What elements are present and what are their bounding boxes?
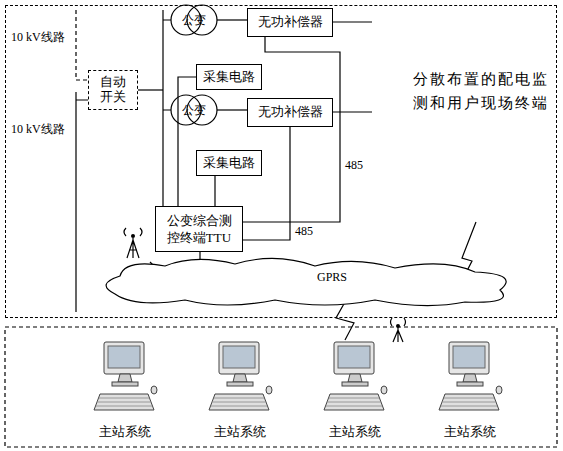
node-text: GPRS: [317, 270, 347, 284]
auto-switch-box: 自动开关: [88, 70, 138, 110]
key-row: [98, 402, 151, 403]
mouse: [266, 386, 272, 394]
node-text: 公变: [182, 103, 206, 118]
standby-line: [76, 10, 88, 80]
transformer-symbol: 公变: [170, 94, 218, 126]
main-line: [76, 92, 88, 312]
monitor: [104, 342, 144, 374]
antenna-tip: [131, 234, 135, 238]
mouse: [151, 386, 157, 394]
stand: [118, 374, 132, 382]
gprs-cloud: GPRS: [95, 254, 520, 306]
connector-line: [243, 127, 290, 240]
node-text: 公变综合测控终端TTU: [162, 212, 236, 246]
screen: [223, 346, 255, 368]
key-row: [328, 402, 381, 403]
line-label: 10 kV线路: [10, 122, 66, 136]
cloud-shape: [106, 258, 506, 305]
bus-branch: [163, 20, 171, 110]
base: [112, 382, 138, 386]
key-row: [444, 398, 494, 399]
stand: [233, 374, 247, 382]
antenna-tip: [396, 324, 400, 328]
base: [227, 382, 253, 386]
terminal-box: 公变综合测控终端TTU: [155, 206, 243, 252]
transformer-symbol: 公变: [170, 4, 218, 36]
node-text: 采集电路: [203, 156, 255, 171]
key-row: [443, 402, 496, 403]
node-text: 无功补偿器: [258, 105, 323, 120]
device-box: 无功补偿器: [247, 98, 333, 127]
line-label: 10 kV线路: [10, 30, 66, 44]
antenna-symbol: [127, 238, 139, 258]
screen: [453, 346, 485, 368]
monitor: [449, 342, 489, 374]
key-row: [326, 406, 382, 407]
key-row: [99, 398, 149, 399]
node-text: 主站系统: [310, 424, 400, 440]
master-station: 主站系统: [320, 338, 390, 444]
master-station: 主站系统: [205, 338, 275, 444]
key-row: [96, 406, 152, 407]
stand: [348, 374, 362, 382]
device-box: 采集电路: [196, 64, 262, 90]
mouse: [496, 386, 502, 394]
keyboard: [94, 394, 154, 410]
keyboard: [439, 394, 499, 410]
keyboard: [209, 394, 269, 410]
screen: [108, 346, 140, 368]
base: [342, 382, 368, 386]
stand: [463, 374, 477, 382]
node-text: 自动开关: [95, 75, 131, 105]
master-station: 主站系统: [435, 338, 505, 444]
node-text: 采集电路: [203, 70, 255, 85]
cloud-outline: [95, 254, 520, 306]
bus-label: 485: [294, 224, 314, 238]
key-row: [329, 398, 379, 399]
node-text: 主站系统: [195, 424, 285, 440]
master-station: 主站系统: [90, 338, 160, 444]
keyboard: [324, 394, 384, 410]
busbar: [162, 10, 163, 206]
device-box: 无功补偿器: [247, 8, 333, 37]
node-text: 分散布置的配电监测和用户现场终端: [413, 67, 555, 115]
node-text: 无功补偿器: [258, 15, 323, 30]
monitor: [334, 342, 374, 374]
monitor: [219, 342, 259, 374]
key-row: [214, 398, 264, 399]
base: [457, 382, 483, 386]
key-row: [213, 402, 266, 403]
mouse: [381, 386, 387, 394]
antenna-symbol: [391, 318, 406, 342]
key-row: [211, 406, 267, 407]
node-text: 公变: [182, 13, 206, 28]
switch-to-bus: [138, 89, 163, 90]
outgoing-line: [333, 22, 372, 112]
connector-line: [214, 176, 215, 206]
node-text: 主站系统: [80, 424, 170, 440]
node-text: 主站系统: [425, 424, 515, 440]
key-row: [441, 406, 497, 407]
master-station-region: [5, 327, 557, 447]
connector-line: [217, 109, 247, 110]
terminal-region: 分散布置的配电监测和用户现场终端自动开关公变无功补偿器采集电路公变无功补偿器采集…: [5, 5, 557, 318]
bus-label: 485: [344, 158, 364, 172]
connector-line: [217, 19, 247, 20]
device-box: 采集电路: [196, 150, 262, 176]
screen: [338, 346, 370, 368]
connector-line: [336, 302, 354, 340]
